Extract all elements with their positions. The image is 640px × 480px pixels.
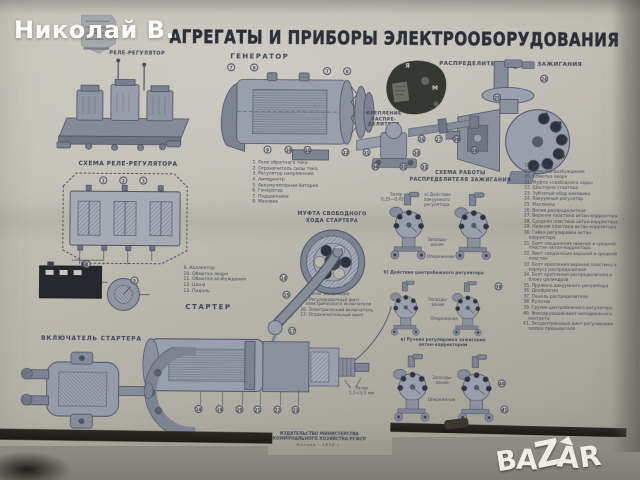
callout-battery: 5 <box>130 276 139 285</box>
advance-label-b: Опережение <box>430 315 459 322</box>
photo-right-edge <box>612 0 640 452</box>
callout: 20 <box>235 405 244 414</box>
corner-shadow <box>0 440 122 480</box>
callout-octane-a: 40 <box>497 379 506 388</box>
stamp-letter-m: М <box>432 84 439 92</box>
callout-octane-b: 41 <box>500 405 509 414</box>
retard-label-c: Запазды- вание <box>432 374 453 386</box>
legend-item: 1. Реле обратного тока <box>252 160 308 166</box>
callout: 7 <box>323 67 332 76</box>
distributor-icon <box>456 354 494 423</box>
advance-label-a: Опережение <box>426 253 455 260</box>
distributor-icon <box>389 280 421 336</box>
callout: 22 <box>273 405 282 414</box>
ink-stamp-icon <box>386 60 447 115</box>
legend-item: 18. Щетки <box>524 163 549 169</box>
legend-item: 25. Масленка <box>524 202 555 208</box>
callout: 8 <box>250 63 259 72</box>
callout: 23 <box>291 405 300 414</box>
callout-ammeter: 4 <box>82 260 91 269</box>
watermark-letter: R <box>576 438 603 475</box>
legend-item: 30. Гайка регулировки октан-корректора <box>523 230 593 241</box>
distributor-mount-illustration <box>356 115 480 169</box>
distributor-schema-label: СХЕМА РАБОТЫ РАСПРЕДЕЛИТЕЛЯ ЗАЖИГАНИЯ <box>409 169 512 184</box>
generator-illustration <box>220 72 375 161</box>
starter-illustration <box>142 246 392 406</box>
legend-item: 8. Маховик <box>252 199 279 206</box>
retard-label-b: Запазды- вание <box>427 296 448 307</box>
relay-schema-illustration <box>38 172 188 311</box>
legend-item: 4. Амперметр <box>252 177 285 183</box>
legend-item: 32. Винт соединения верхней и средней пл… <box>523 251 617 262</box>
callout: 19 <box>215 405 224 414</box>
legend-item: 20. Обмотка якоря <box>524 174 568 181</box>
legend-item: 31. Болт соединения нижней и средней пла… <box>523 241 616 252</box>
callout-oiler: 25 <box>492 93 501 102</box>
distributor-illustration <box>445 59 571 184</box>
callout: 29 <box>470 146 479 155</box>
legend-item: 39. Грузик центробежного регулятора <box>523 305 613 312</box>
poster-title: АГРЕГАТЫ И ПРИБОРЫ ЭЛЕКТРООБОРУДОВАНИЯ <box>169 25 620 52</box>
callout-centrifugal: 39 <box>494 282 503 291</box>
publisher-line: Москва · 1958 г. <box>296 442 343 448</box>
callout: 1 <box>99 176 108 185</box>
callout: 31 <box>362 148 371 157</box>
callout: 28 <box>452 135 461 144</box>
callout: 11 <box>303 145 312 154</box>
freewheel-label: МУФТА СВОБОДНОГО ХОДА СТАРТЕРА <box>297 210 367 224</box>
legend-item: 6. Генератор <box>252 188 284 194</box>
callout: 12 <box>341 148 350 157</box>
callout: 21 <box>253 405 262 414</box>
callout-vacuum-regulator: 24 <box>540 74 549 83</box>
callout: 27 <box>434 134 443 143</box>
publisher-line: КОММУНАЛЬНОГО ХОЗЯЙСТВА РСФСР <box>272 436 367 442</box>
relay-regulator-illustration <box>56 58 190 151</box>
callout: 26 <box>417 134 426 143</box>
callout: 2 <box>119 176 128 185</box>
starter-switch-illustration <box>20 345 196 436</box>
retard-label-a: Запазды- вание <box>427 236 448 247</box>
legend-item: 27. Верхняя пластина октан-корректора <box>524 213 618 220</box>
section-c-label: в) Ручная регулировка зажигания октан-ко… <box>400 337 486 349</box>
starter-switch-label: ВКЛЮЧАТЕЛЬ СТАРТЕРА <box>41 334 142 343</box>
callout: 3 <box>139 176 148 185</box>
section-b-label: б) Действие центробежного регулятора <box>383 270 484 277</box>
stamp-letter-ya: Я <box>405 62 410 70</box>
legend-item: 41. Эксцентриковый винт регулировки зазо… <box>523 321 614 333</box>
generator-label: ГЕНЕРАТОР <box>230 52 290 61</box>
starter-gap-note: Зазор 1,5÷3,5 мм <box>349 386 375 397</box>
distributor-icon <box>392 353 430 422</box>
callout: 10 <box>284 145 293 154</box>
legend-item: 34. Болт крепления распределителя к блок… <box>523 272 613 284</box>
callout: 30 <box>412 148 421 157</box>
callout: 34 <box>371 162 380 171</box>
callout: 9 <box>263 145 272 154</box>
library-stamp-icon <box>80 14 116 54</box>
advance-label-c: Опережение <box>427 396 456 403</box>
callout: 7 <box>227 63 236 72</box>
seller-name-overlay: Николай В. <box>14 16 176 44</box>
callout: 8 <box>343 67 352 76</box>
distributor-icon <box>451 281 483 337</box>
callout: 18 <box>194 405 203 414</box>
legend-item: 40. Фиксирующий винт неподвижного контак… <box>523 311 612 322</box>
legend-item: 33. Болт крепления верхней пластины к ко… <box>523 262 617 273</box>
